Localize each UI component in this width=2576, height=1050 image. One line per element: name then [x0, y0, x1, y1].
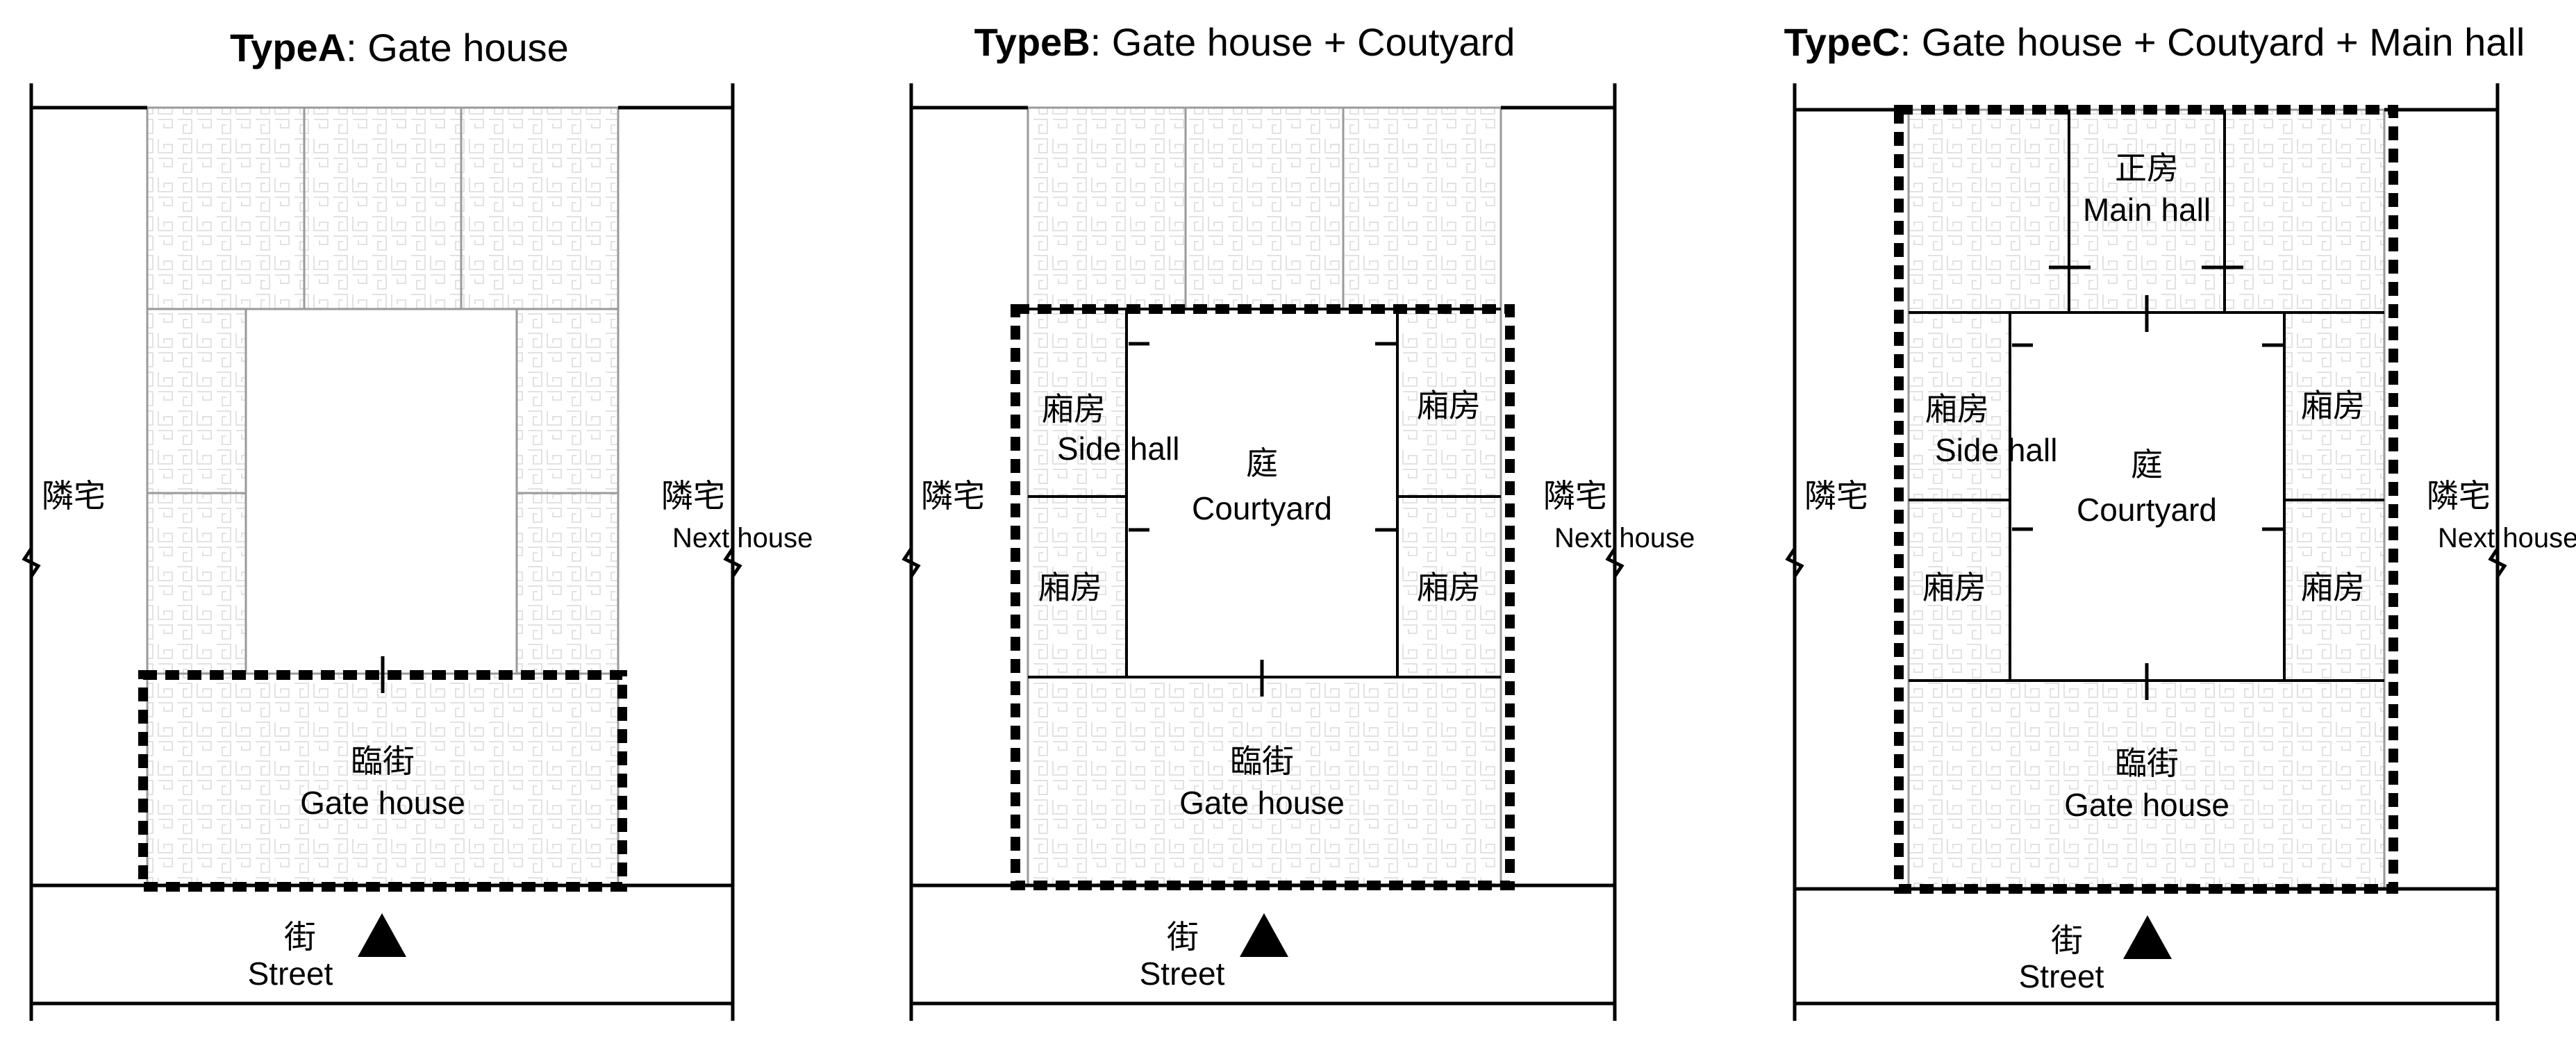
panel-c-title-rest: : Gate house + Coutyard + Main hall — [1900, 20, 2525, 64]
break-mark-left — [22, 547, 41, 578]
panel-b-title-rest: : Gate house + Coutyard — [1090, 20, 1515, 64]
gate-house-label-en: Gate house — [300, 785, 465, 821]
panel-type-b: TypeB: Gate house + Coutyard — [901, 20, 1695, 1021]
street-label-cn: 街 — [1167, 919, 1199, 955]
gate-house-label-cn: 臨街 — [351, 743, 415, 779]
main-hall-room — [2068, 108, 2226, 314]
room-side-upper-left — [146, 308, 247, 494]
room-rear-left — [1027, 106, 1187, 310]
break-mark-left — [901, 547, 921, 578]
panel-c-title: TypeC: Gate house + Coutyard + Main hall — [1784, 20, 2525, 64]
neighbor-left-label: 隣宅 — [42, 478, 106, 514]
main-hall-label-cn: 正房 — [2115, 150, 2179, 186]
neighbor-right-label-en: Next house — [1554, 523, 1695, 553]
panel-a-title-rest: : Gate house — [346, 26, 569, 69]
entrance-arrow-icon — [1240, 913, 1288, 957]
highlight-gate-courtyard-mainhall — [1894, 105, 2398, 894]
street-label-en: Street — [2019, 958, 2104, 994]
panel-a-title: TypeA: Gate house — [230, 26, 569, 69]
break-mark-right — [723, 547, 742, 578]
room-rear-middle — [1184, 106, 1345, 310]
room-side-lower-left — [146, 492, 247, 675]
side-hall-lower-left-cn: 廂房 — [1922, 569, 1986, 606]
neighbor-right-label-cn: 隣宅 — [1543, 478, 1607, 514]
gate-house-label-cn: 臨街 — [2115, 745, 2179, 781]
gate-house-label-en: Gate house — [1179, 785, 1345, 821]
open-courtyard-area — [244, 308, 518, 675]
room-rear-right — [2223, 108, 2386, 314]
courtyard-label-cn: 庭 — [1246, 445, 1278, 481]
break-mark-left — [1785, 547, 1804, 578]
courtyard-label-en: Courtyard — [2077, 492, 2217, 528]
side-hall-upper-right-cn: 廂房 — [2301, 388, 2365, 424]
room-rear-left — [146, 106, 306, 310]
entrance-arrow-icon — [2123, 915, 2172, 959]
room-side-upper-right — [515, 308, 620, 494]
side-hall-upper-right — [2283, 311, 2386, 501]
gate-house-label-cn: 臨街 — [1230, 743, 1294, 779]
side-hall-label-en: Side hall — [1935, 432, 2057, 468]
gate-house-room — [146, 672, 620, 887]
side-hall-lower-right-cn: 廂房 — [1417, 569, 1481, 606]
panel-a-title-bold: TypeA — [230, 26, 346, 69]
street-label-cn: 街 — [2051, 922, 2083, 958]
panel-c-title-bold: TypeC — [1784, 20, 1900, 64]
courtyard-label-en: Courtyard — [1192, 490, 1332, 526]
courtyard-label-cn: 庭 — [2131, 447, 2163, 483]
highlight-gate-house — [138, 670, 627, 892]
main-hall-label-en: Main hall — [2083, 192, 2211, 228]
panel-type-a: TypeA: Gate house 隣宅 隣宅 Next house 臨街 Ga… — [22, 26, 813, 1021]
room-rear-middle — [303, 106, 463, 310]
neighbor-left-label: 隣宅 — [921, 478, 985, 514]
gate-house-room — [1907, 679, 2386, 890]
room-rear-left — [1907, 108, 2070, 314]
side-hall-label-en: Side hall — [1057, 431, 1179, 467]
side-hall-upper-left-cn: 廂房 — [1042, 391, 1106, 427]
room-side-lower-right — [515, 492, 620, 675]
side-hall-upper-right-cn: 廂房 — [1417, 388, 1481, 424]
panel-b-title-bold: TypeB — [974, 20, 1090, 64]
entrance-arrow-icon — [358, 913, 406, 957]
side-hall-lower-right — [2283, 499, 2386, 682]
panel-type-c: TypeC: Gate house + Coutyard + Main hall — [1784, 20, 2576, 1021]
side-hall-upper-right — [1396, 308, 1502, 498]
street-label-cn: 街 — [284, 919, 316, 955]
highlight-gate-courtyard — [1011, 304, 1515, 890]
panel-b-title: TypeB: Gate house + Coutyard — [974, 20, 1515, 64]
street-label-en: Street — [248, 956, 333, 992]
neighbor-right-label-en: Next house — [672, 523, 813, 553]
neighbor-left-label: 隣宅 — [1804, 478, 1868, 514]
neighbor-right-label-cn: 隣宅 — [661, 478, 725, 514]
gate-house-room — [1027, 676, 1502, 887]
side-hall-lower-left-cn: 廂房 — [1038, 569, 1102, 606]
break-mark-right — [1605, 547, 1624, 578]
street-label-en: Street — [1140, 956, 1225, 992]
gate-house-label-en: Gate house — [2064, 787, 2229, 823]
side-hall-lower-right-cn: 廂房 — [2301, 569, 2365, 606]
neighbor-right-label-en: Next house — [2438, 523, 2576, 553]
side-hall-upper-left-cn: 廂房 — [1925, 391, 1989, 427]
neighbor-right-label-cn: 隣宅 — [2427, 478, 2491, 514]
room-rear-right — [1342, 106, 1502, 310]
room-rear-right — [460, 106, 620, 310]
break-mark-right — [2488, 547, 2507, 578]
